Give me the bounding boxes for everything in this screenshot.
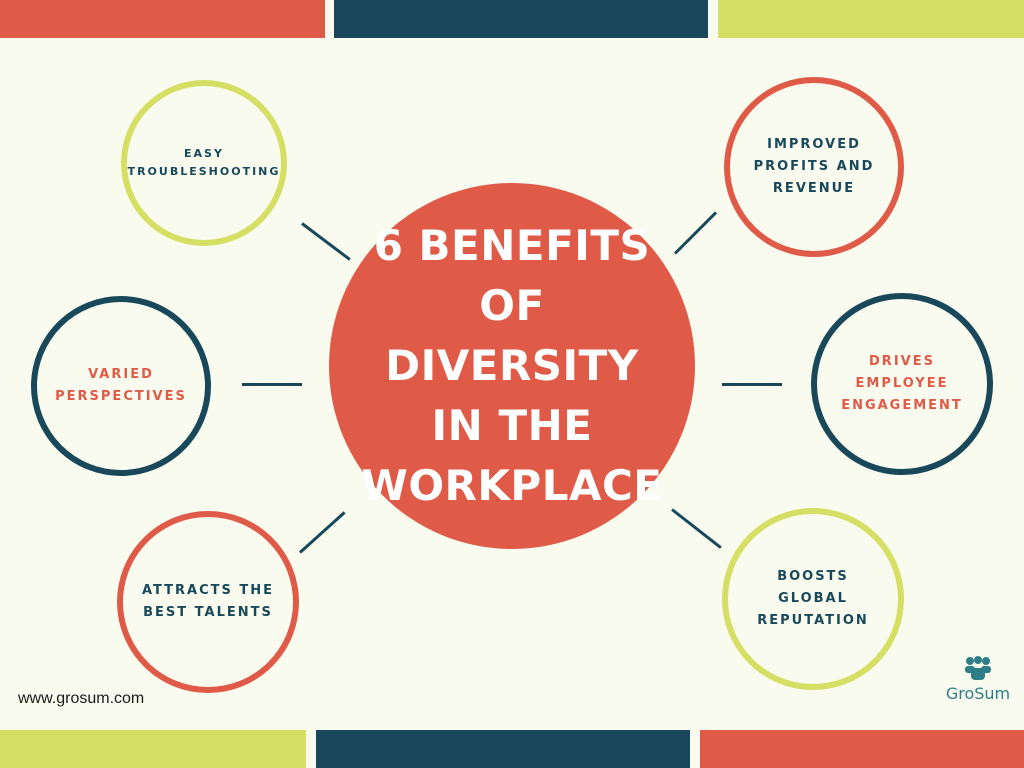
connector-line — [298, 511, 346, 554]
website-url: www.grosum.com — [18, 690, 145, 707]
benefit-circle-attracts-best-talents: ATTRACTS THE BEST TALENTS — [117, 511, 299, 693]
benefit-label: ATTRACTS THE BEST TALENTS — [141, 583, 275, 620]
bottom-band-lime — [0, 730, 306, 768]
benefit-circle-improved-profits: IMPROVED PROFITS AND REVENUE — [724, 77, 904, 257]
center-circle: 6 BENEFITS OF DIVERSITY IN THE WORKPLACE — [329, 183, 695, 549]
connector-line — [673, 211, 718, 255]
benefit-label: IMPROVED PROFITS AND REVENUE — [753, 137, 875, 196]
benefit-label: VARIED PERSPECTIVES — [55, 367, 187, 404]
benefit-circle-varied-perspectives: VARIED PERSPECTIVES — [31, 296, 211, 476]
top-band-navy — [334, 0, 708, 38]
center-title: 6 BENEFITS OF DIVERSITY IN THE WORKPLACE — [361, 221, 663, 510]
benefit-circle-boosts-reputation: BOOSTS GLOBAL REPUTATION — [722, 508, 904, 690]
benefit-circle-drives-engagement: DRIVES EMPLOYEE ENGAGEMENT — [811, 293, 993, 475]
bottom-band-red — [700, 730, 1024, 768]
connector-line — [242, 383, 302, 386]
bottom-band-navy — [316, 730, 690, 768]
connector-line — [301, 222, 351, 261]
benefit-circle-easy-troubleshooting: EASY TROUBLESHOOTING — [121, 80, 287, 246]
benefit-label: EASY TROUBLESHOOTING — [127, 147, 281, 178]
people-group-icon — [965, 656, 991, 680]
connector-line — [671, 508, 722, 549]
logo-text: GroSum — [945, 684, 1011, 703]
benefit-label: DRIVES EMPLOYEE ENGAGEMENT — [841, 354, 963, 413]
grosum-logo: GroSum — [938, 656, 1018, 703]
top-band-lime — [718, 0, 1024, 38]
benefit-label: BOOSTS GLOBAL REPUTATION — [757, 569, 869, 628]
connector-line — [722, 383, 782, 386]
top-band-red — [0, 0, 325, 38]
